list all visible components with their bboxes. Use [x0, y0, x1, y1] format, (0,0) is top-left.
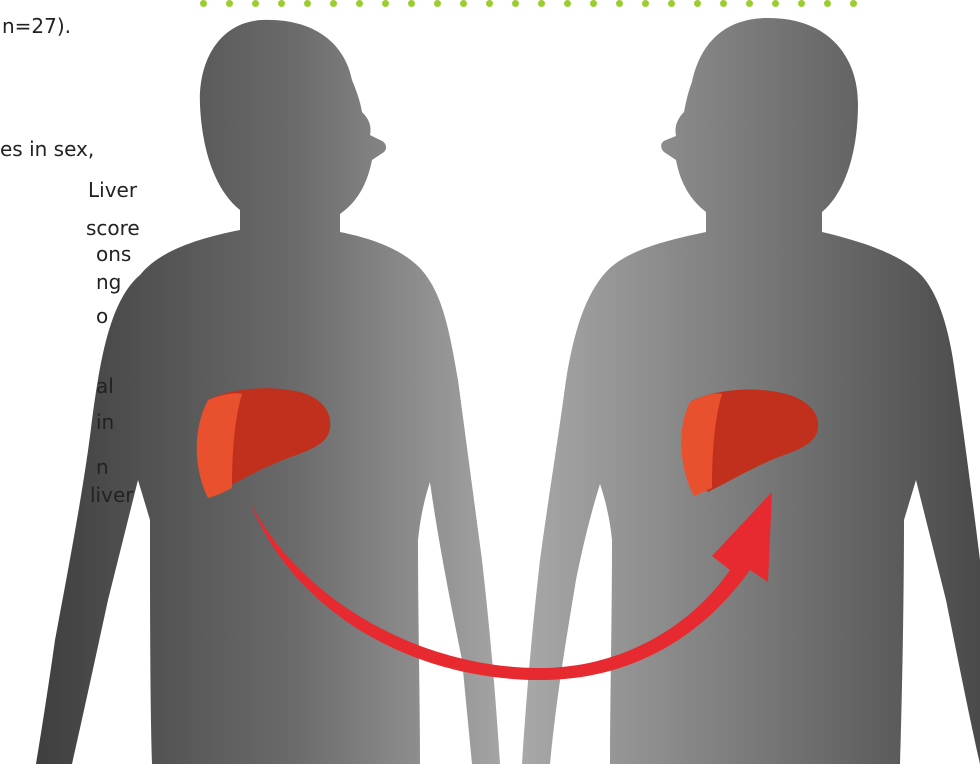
decoration-dot	[330, 0, 337, 7]
decoration-dot	[564, 0, 571, 7]
decoration-dot	[252, 0, 259, 7]
text-line: es in sex,	[0, 137, 94, 161]
text-line: ons	[96, 242, 131, 266]
text-line: score	[86, 216, 140, 240]
cropped-text-column: n=27). es in sex, Liver score ons ng o a…	[0, 0, 200, 560]
decoration-dot	[304, 0, 311, 7]
decoration-dot	[486, 0, 493, 7]
decoration-dot	[772, 0, 779, 7]
decoration-dot	[226, 0, 233, 7]
decoration-dot	[668, 0, 675, 7]
text-line: n=27).	[2, 14, 71, 38]
decoration-dot	[694, 0, 701, 7]
decoration-dot	[590, 0, 597, 7]
text-line: ng	[96, 270, 121, 294]
text-line: n	[96, 455, 109, 479]
decoration-dot	[824, 0, 831, 7]
decoration-dot	[538, 0, 545, 7]
decoration-dot	[278, 0, 285, 7]
decoration-dot	[434, 0, 441, 7]
decoration-dot	[616, 0, 623, 7]
text-line: liver	[90, 483, 133, 507]
text-line: Liver	[88, 178, 137, 202]
decoration-dot	[642, 0, 649, 7]
decoration-dot	[720, 0, 727, 7]
decoration-dot	[512, 0, 519, 7]
decoration-dot	[200, 0, 207, 7]
decoration-dot	[460, 0, 467, 7]
decoration-dot	[746, 0, 753, 7]
decoration-dot	[356, 0, 363, 7]
text-line: al	[96, 374, 114, 398]
text-line: o	[96, 304, 108, 328]
decoration-dot	[408, 0, 415, 7]
text-line: in	[96, 410, 114, 434]
decoration-dot	[382, 0, 389, 7]
decoration-dot	[850, 0, 857, 7]
decoration-dot	[798, 0, 805, 7]
